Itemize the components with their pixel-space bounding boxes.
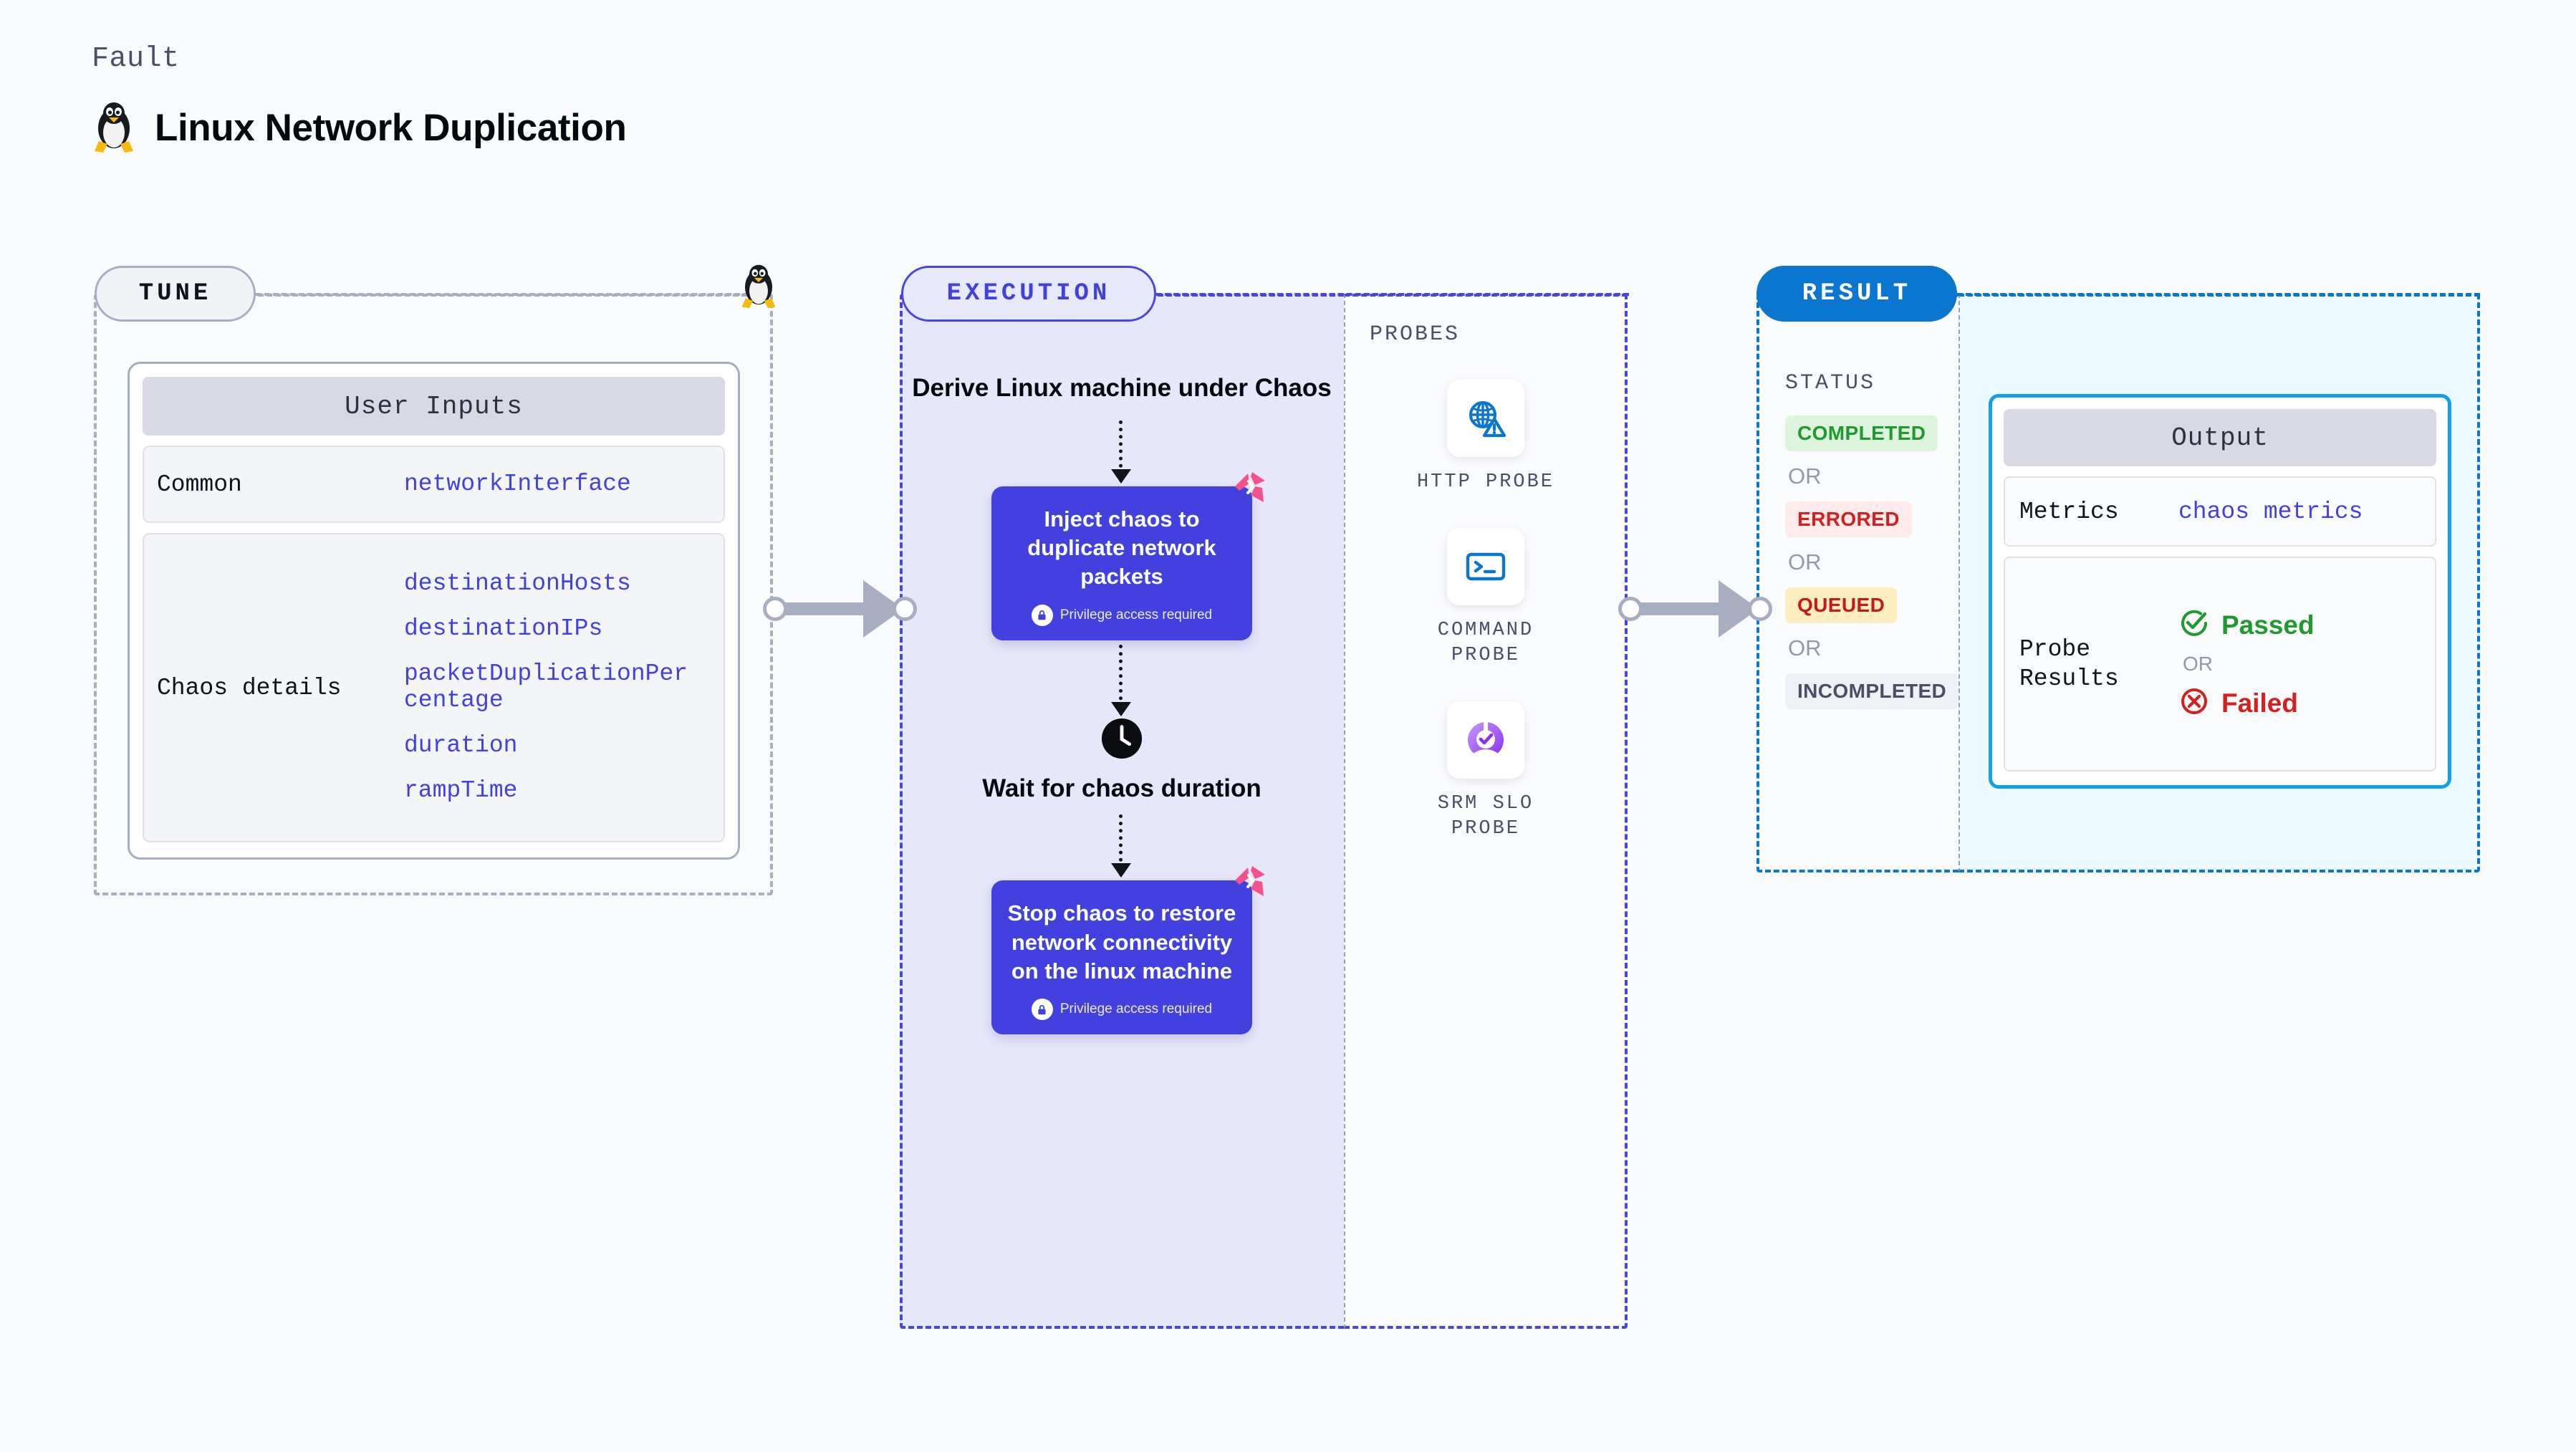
tune-stage-pill[interactable]: TUNE <box>95 266 256 322</box>
globe-warning-icon <box>1447 380 1524 457</box>
status-or-2: OR <box>1788 549 1822 574</box>
status-or-3: OR <box>1788 635 1822 660</box>
tune-row-values: destinationHosts destinationIPs packetDu… <box>404 570 691 804</box>
probe-label-http: HTTP PROBE <box>1416 471 1555 493</box>
privilege-note-row: Privilege access required <box>1007 999 1236 1021</box>
execution-top-dashed-link <box>1156 293 1629 296</box>
user-inputs-card: User Inputs Common networkInterface Chao… <box>128 362 740 860</box>
probe-result-passed: Passed <box>2178 607 2315 643</box>
status-list: COMPLETED OR ERRORED OR QUEUED OR INCOMP… <box>1785 415 1959 709</box>
execution-step-derive-label: Derive Linux machine under Chaos <box>912 374 1332 402</box>
fault-kicker: Fault <box>92 43 180 75</box>
privilege-note-text: Privilege access required <box>1059 1001 1213 1017</box>
output-row-probe-results: Probe Results Passed OR <box>2004 557 2436 771</box>
result-stage-pill[interactable]: RESULT <box>1756 266 1957 322</box>
probe-item-srm-slo[interactable]: SRM SLO PROBE <box>1403 701 1568 842</box>
chaos-logo-icon <box>1231 863 1268 904</box>
probe-result-failed: Failed <box>2178 686 2315 721</box>
probe-item-command[interactable]: COMMAND PROBE <box>1403 528 1568 668</box>
terminal-icon <box>1447 528 1524 606</box>
result-top-dashed-link <box>1957 293 2480 296</box>
connector-start-dot <box>1618 597 1643 621</box>
tune-value-destination-hosts[interactable]: destinationHosts <box>404 570 631 597</box>
output-card: Output Metrics chaos metrics Probe Resul… <box>1989 394 2451 789</box>
output-card-header: Output <box>2004 409 2436 466</box>
probe-results-key-label: Probe Results <box>2019 635 2119 692</box>
output-row-metrics: Metrics chaos metrics <box>2004 476 2436 547</box>
status-badge-incompleted: INCOMPLETED <box>1785 673 1959 709</box>
probes-section-label: PROBES <box>1370 322 1461 347</box>
connector-execution-to-result <box>1618 580 1772 638</box>
title-row: Linux Network Duplication <box>92 101 627 154</box>
lock-icon <box>1031 604 1053 626</box>
probes-list: HTTP PROBE COMMAND PROBE <box>1344 380 1628 842</box>
tune-row-key: Common <box>157 471 242 498</box>
metrics-value[interactable]: chaos metrics <box>2178 498 2363 525</box>
execution-flow: Derive Linux machine under Chaos Inject … <box>900 372 1344 1035</box>
flow-arrow <box>1111 420 1131 484</box>
tune-row-values: networkInterface <box>404 471 631 498</box>
probe-result-failed-label: Failed <box>2221 688 2298 718</box>
user-inputs-header: User Inputs <box>143 377 725 436</box>
connector-end-dot <box>893 597 917 621</box>
tune-row-common: Common networkInterface <box>143 446 725 523</box>
linux-penguin-icon <box>92 101 136 154</box>
probe-result-passed-label: Passed <box>2221 610 2315 640</box>
tune-row-chaos-details: Chaos details destinationHosts destinati… <box>143 533 725 842</box>
flow-arrow <box>1111 644 1131 716</box>
tune-value-network-interface[interactable]: networkInterface <box>404 470 631 497</box>
clock-icon <box>1101 718 1143 763</box>
execution-step-inject-chaos-card[interactable]: Inject chaos to duplicate network packet… <box>991 471 1265 640</box>
close-circle-icon <box>2178 686 2210 721</box>
tune-top-dashed-link <box>256 293 757 296</box>
connector-start-dot <box>763 597 787 621</box>
linux-penguin-badge-icon <box>739 264 778 313</box>
metrics-key-label: Metrics <box>2019 498 2119 525</box>
flow-arrow <box>1111 814 1131 878</box>
page-header: Fault Linux Network Duplication <box>92 43 627 154</box>
tune-row-key: Chaos details <box>157 674 342 701</box>
lock-icon <box>1031 999 1053 1021</box>
probes-container <box>1344 294 1628 1329</box>
connector-end-dot <box>1748 597 1772 621</box>
chaos-logo-icon <box>1231 469 1268 510</box>
execution-step-stop-chaos-card[interactable]: Stop chaos to restore network connectivi… <box>991 866 1265 1035</box>
page-title: Linux Network Duplication <box>155 106 627 149</box>
status-section-label: STATUS <box>1785 371 1876 395</box>
status-badge-queued: QUEUED <box>1785 587 1898 623</box>
execution-step-stop-chaos-label: Stop chaos to restore network connectivi… <box>1007 900 1236 984</box>
status-badge-errored: ERRORED <box>1785 501 1912 537</box>
tune-value-destination-ips[interactable]: destinationIPs <box>404 615 603 643</box>
check-circle-icon <box>2178 607 2210 643</box>
tune-value-duration[interactable]: duration <box>404 731 518 759</box>
execution-step-inject-chaos-label: Inject chaos to duplicate network packet… <box>1027 506 1216 590</box>
status-or-1: OR <box>1788 463 1822 489</box>
tune-value-packet-duplication-percentage[interactable]: packetDuplicationPercentage <box>404 660 688 713</box>
probe-label-command: COMMAND PROBE <box>1437 620 1534 667</box>
privilege-note-row: Privilege access required <box>1007 604 1236 626</box>
tune-value-ramp-time[interactable]: rampTime <box>404 777 518 804</box>
privilege-note-text: Privilege access required <box>1059 607 1213 622</box>
status-badge-completed: COMPLETED <box>1785 415 1938 451</box>
probe-item-http[interactable]: HTTP PROBE <box>1417 380 1554 495</box>
probe-result-or: OR <box>2183 653 2213 675</box>
probe-label-srm-slo: SRM SLO PROBE <box>1437 793 1534 840</box>
execution-stage-pill[interactable]: EXECUTION <box>901 266 1156 322</box>
probe-results-values: Passed OR Failed <box>2178 607 2315 721</box>
execution-step-wait-label: Wait for chaos duration <box>982 774 1261 802</box>
connector-tune-to-execution <box>763 580 917 638</box>
slo-check-icon <box>1447 701 1524 779</box>
